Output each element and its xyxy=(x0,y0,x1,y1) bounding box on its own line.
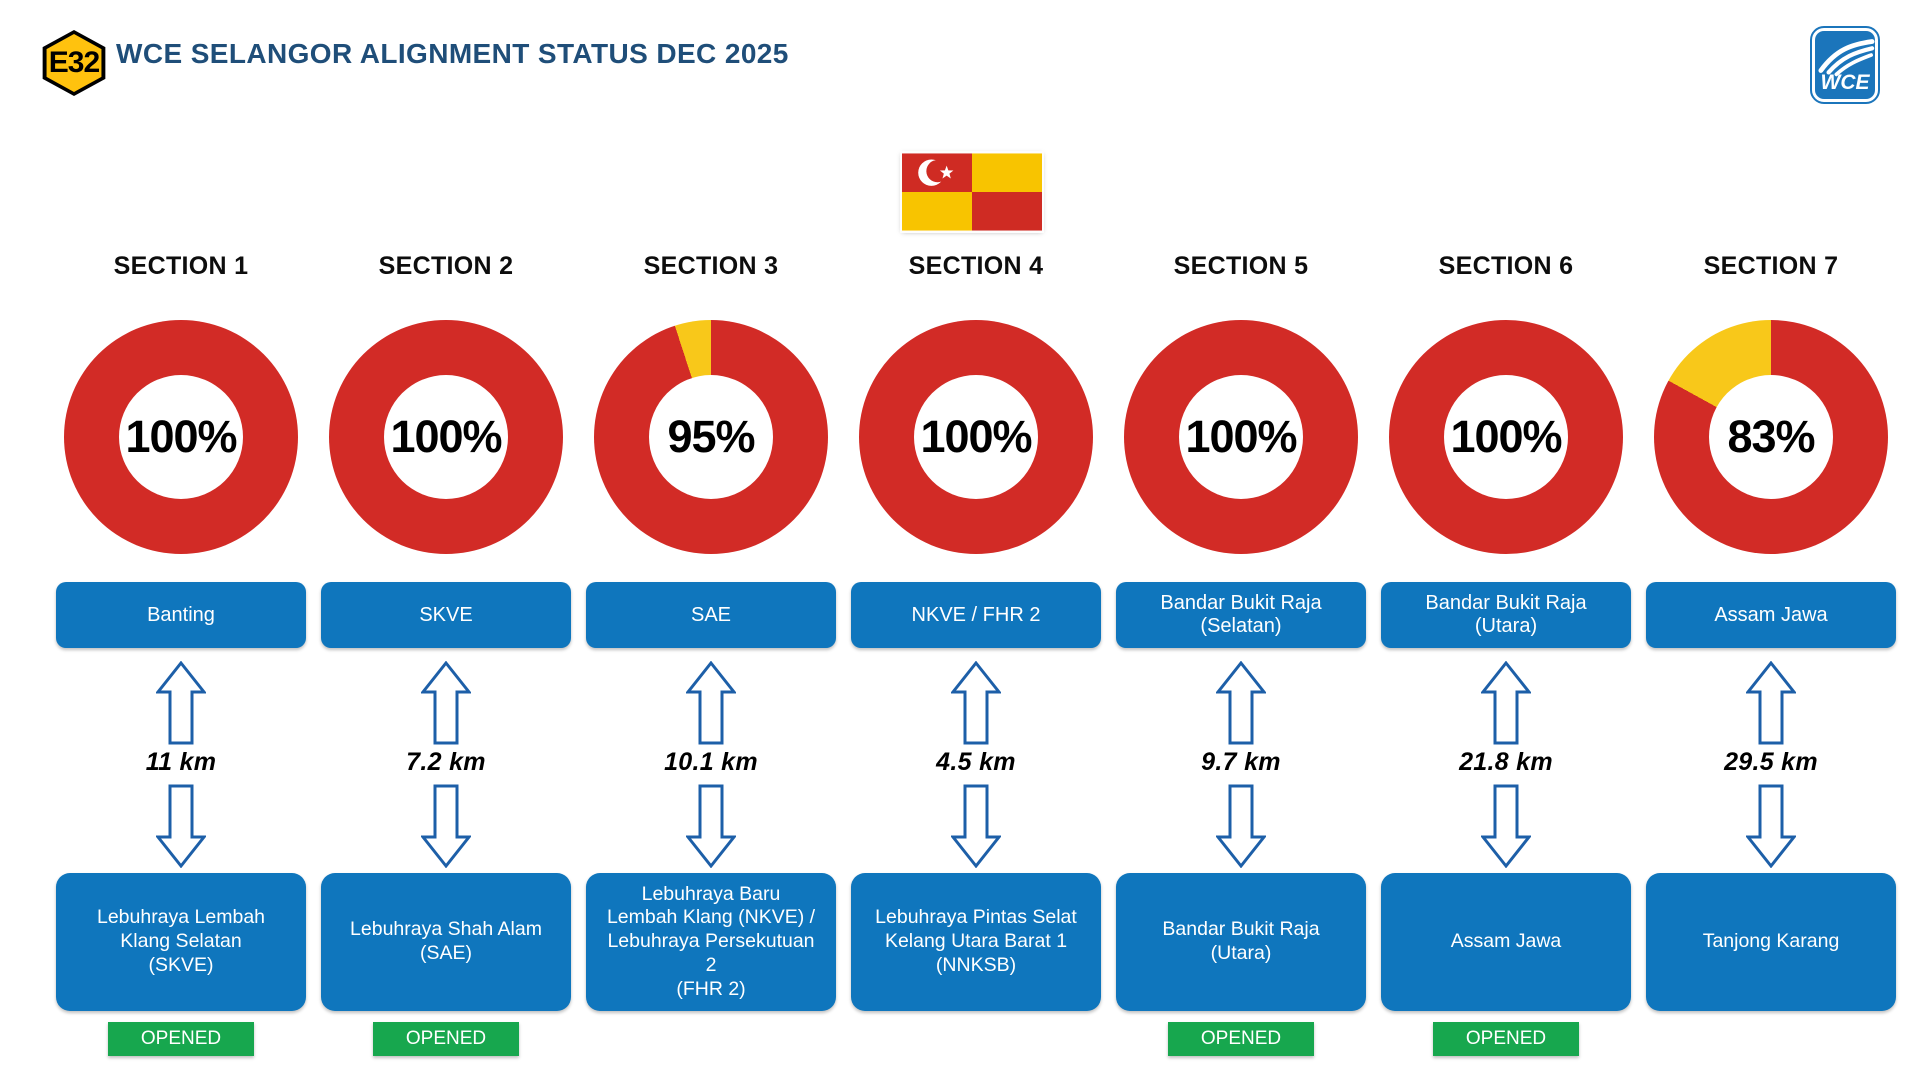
opened-badge-slot xyxy=(851,1022,1101,1058)
donut-hole: 83% xyxy=(1708,374,1833,499)
donut-percent-label: 100% xyxy=(1450,410,1562,462)
from-interchange-box: SKVE xyxy=(321,582,571,648)
donut-hole: 100% xyxy=(1178,374,1303,499)
sections-container: SECTION 1 100% Banting 11 km Lebuhraya L… xyxy=(56,252,1896,1058)
donut-percent-label: 100% xyxy=(125,410,237,462)
donut-chart: 83% xyxy=(1654,320,1888,554)
page-title: WCE SELANGOR ALIGNMENT STATUS DEC 2025 xyxy=(116,38,789,69)
to-interchange-box: Bandar Bukit Raja (Utara) xyxy=(1116,873,1366,1011)
distance-label: 21.8 km xyxy=(1459,748,1553,776)
from-interchange-box: Banting xyxy=(56,582,306,648)
from-interchange-box: Bandar Bukit Raja (Utara) xyxy=(1381,582,1631,648)
route-badge-e32: E32 xyxy=(42,30,106,96)
to-interchange-box: Lebuhraya Baru Lembah Klang (NKVE) / Leb… xyxy=(586,873,836,1011)
section-title: SECTION 6 xyxy=(1438,252,1574,280)
opened-badge-slot: OPENED xyxy=(321,1022,571,1058)
distance-label: 11 km xyxy=(145,748,217,776)
arrow-up-icon xyxy=(56,661,306,745)
section-column: SECTION 5 100% Bandar Bukit Raja (Selata… xyxy=(1116,252,1366,1058)
section-title: SECTION 7 xyxy=(1703,252,1839,280)
wce-logo-text: WCE xyxy=(1820,71,1870,94)
from-interchange-box: NKVE / FHR 2 xyxy=(851,582,1101,648)
section-title: SECTION 3 xyxy=(643,252,779,280)
to-interchange-box: Assam Jawa xyxy=(1381,873,1631,1011)
donut-chart: 95% xyxy=(594,320,828,554)
section-column: SECTION 6 100% Bandar Bukit Raja (Utara)… xyxy=(1381,252,1631,1058)
wce-logo: WCE xyxy=(1810,26,1880,104)
distance-label: 7.2 km xyxy=(406,748,486,776)
arrow-up-icon xyxy=(1116,661,1366,745)
to-interchange-box: Lebuhraya Shah Alam (SAE) xyxy=(321,873,571,1011)
opened-badge-slot: OPENED xyxy=(56,1022,306,1058)
from-interchange-box: Bandar Bukit Raja (Selatan) xyxy=(1116,582,1366,648)
section-title: SECTION 2 xyxy=(378,252,514,280)
opened-badge-slot: OPENED xyxy=(1116,1022,1366,1058)
star-icon xyxy=(939,165,954,179)
to-interchange-box: Lebuhraya Pintas Selat Kelang Utara Bara… xyxy=(851,873,1101,1011)
arrow-up-icon xyxy=(586,661,836,745)
opened-badge: OPENED xyxy=(1168,1022,1314,1056)
donut-hole: 100% xyxy=(383,374,508,499)
opened-badge-slot xyxy=(1646,1022,1896,1058)
donut-percent-label: 95% xyxy=(667,410,755,462)
route-badge-label: E32 xyxy=(48,46,100,79)
section-column: SECTION 3 95% SAE 10.1 km Lebuhraya Baru… xyxy=(586,252,836,1058)
section-title: SECTION 5 xyxy=(1173,252,1309,280)
donut-chart: 100% xyxy=(1389,320,1623,554)
donut-percent-label: 83% xyxy=(1727,410,1815,462)
section-column: SECTION 1 100% Banting 11 km Lebuhraya L… xyxy=(56,252,306,1058)
section-column: SECTION 4 100% NKVE / FHR 2 4.5 km Lebuh… xyxy=(851,252,1101,1058)
section-column: SECTION 2 100% SKVE 7.2 km Lebuhraya Sha… xyxy=(321,252,571,1058)
opened-badge-slot: OPENED xyxy=(1381,1022,1631,1058)
route-badge-outline: E32 xyxy=(42,30,106,96)
arrow-down-icon xyxy=(851,784,1101,868)
distance-label: 9.7 km xyxy=(1201,748,1281,776)
donut-percent-label: 100% xyxy=(920,410,1032,462)
arrow-down-icon xyxy=(1116,784,1366,868)
donut-hole: 100% xyxy=(1443,374,1568,499)
section-title: SECTION 4 xyxy=(908,252,1044,280)
arrow-down-icon xyxy=(586,784,836,868)
from-interchange-box: SAE xyxy=(586,582,836,648)
to-interchange-box: Tanjong Karang xyxy=(1646,873,1896,1011)
distance-label: 4.5 km xyxy=(936,748,1016,776)
section-title: SECTION 1 xyxy=(113,252,249,280)
distance-label: 29.5 km xyxy=(1724,748,1818,776)
opened-badge-slot xyxy=(586,1022,836,1058)
donut-hole: 100% xyxy=(118,374,243,499)
donut-hole: 100% xyxy=(913,374,1038,499)
donut-percent-label: 100% xyxy=(1185,410,1297,462)
distance-label: 10.1 km xyxy=(664,748,758,776)
section-column: SECTION 7 83% Assam Jawa 29.5 km Tanjong… xyxy=(1646,252,1896,1058)
from-interchange-box: Assam Jawa xyxy=(1646,582,1896,648)
donut-percent-label: 100% xyxy=(390,410,502,462)
to-interchange-box: Lebuhraya Lembah Klang Selatan (SKVE) xyxy=(56,873,306,1011)
opened-badge: OPENED xyxy=(1433,1022,1579,1056)
donut-chart: 100% xyxy=(1124,320,1358,554)
opened-badge: OPENED xyxy=(108,1022,254,1056)
selangor-flag xyxy=(902,153,1042,231)
arrow-up-icon xyxy=(321,661,571,745)
arrow-down-icon xyxy=(1646,784,1896,868)
donut-chart: 100% xyxy=(329,320,563,554)
donut-hole: 95% xyxy=(648,374,773,499)
donut-chart: 100% xyxy=(859,320,1093,554)
arrow-down-icon xyxy=(1381,784,1631,868)
arrow-up-icon xyxy=(851,661,1101,745)
opened-badge: OPENED xyxy=(373,1022,519,1056)
arrow-up-icon xyxy=(1381,661,1631,745)
arrow-up-icon xyxy=(1646,661,1896,745)
arrow-down-icon xyxy=(321,784,571,868)
donut-chart: 100% xyxy=(64,320,298,554)
road-swoosh-icon xyxy=(1818,39,1875,77)
arrow-down-icon xyxy=(56,784,306,868)
